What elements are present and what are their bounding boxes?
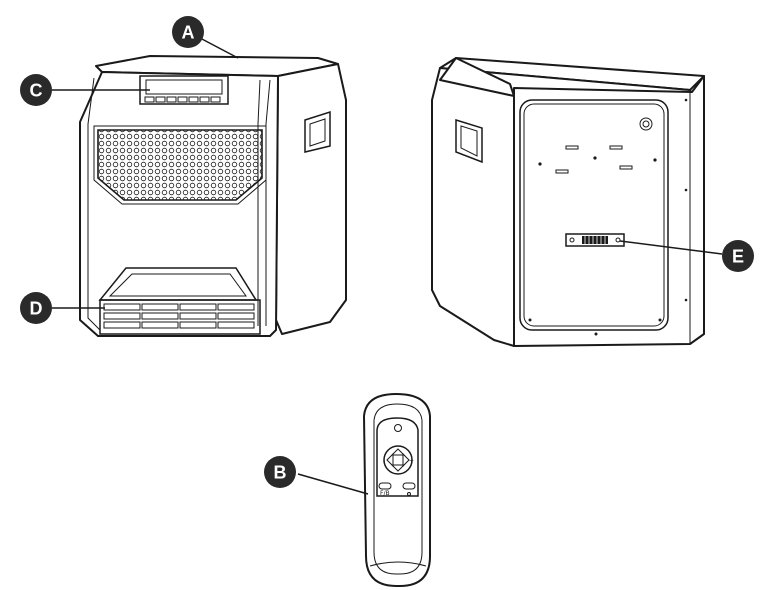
callout-d-circle — [20, 292, 52, 324]
callout-a-circle — [172, 16, 204, 48]
callout-e-letter: E — [732, 247, 744, 267]
callout-a-letter: A — [182, 23, 195, 43]
callout-e: E — [722, 240, 754, 272]
control-panel — [139, 75, 229, 105]
front-grille — [93, 125, 267, 205]
rear-knob — [639, 117, 653, 131]
rear-side-handle — [455, 118, 483, 164]
remote-dpad — [383, 445, 413, 475]
callout-c-circle — [20, 74, 52, 106]
callout-b-circle — [264, 456, 296, 488]
rear-back-panel — [513, 75, 705, 347]
remote-control: + - F/B — [363, 393, 431, 587]
callout-b-letter: B — [274, 463, 287, 483]
callout-b: B — [264, 456, 296, 488]
heater-rear-view — [431, 57, 705, 347]
leader-lines — [52, 37, 723, 495]
control-buttons — [144, 96, 221, 103]
leader-line-b — [297, 473, 369, 495]
vent-louvers — [103, 303, 255, 329]
side-handle — [304, 110, 331, 153]
heater-front-view — [79, 55, 347, 337]
leader-line-e — [619, 240, 723, 255]
leader-line-a — [199, 37, 239, 59]
remote-plus-label: + — [409, 458, 414, 465]
callout-d: D — [20, 292, 52, 324]
rear-connector — [565, 233, 625, 247]
callout-e-circle — [722, 240, 754, 272]
remote-minus-label: - — [383, 458, 385, 465]
callout-c: C — [20, 74, 52, 106]
callout-c-letter: C — [30, 81, 43, 101]
callout-d-letter: D — [30, 299, 43, 319]
remote-body — [363, 393, 431, 587]
callout-a: A — [172, 16, 204, 48]
heater-side-panel — [275, 63, 347, 335]
bottom-vent — [98, 267, 261, 335]
remote-small-label: F/B — [380, 490, 390, 497]
